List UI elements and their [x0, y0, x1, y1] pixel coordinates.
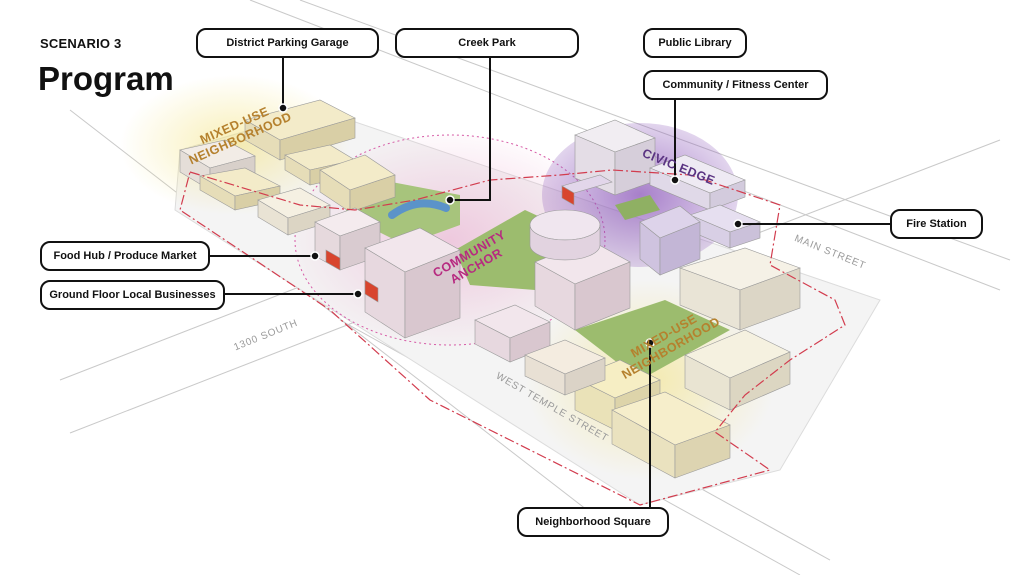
1300-south-edge-line — [59, 274, 331, 381]
leader-dot — [733, 219, 743, 229]
page-title: Program — [38, 60, 174, 97]
building-nw-2 — [199, 167, 281, 211]
leader-dot — [310, 251, 320, 261]
leader-creek-park — [450, 58, 491, 201]
building-parking-garage — [244, 99, 356, 161]
callout-district-parking-garage: District Parking Garage — [196, 28, 379, 58]
creek-water — [388, 199, 450, 219]
building-blocks — [179, 99, 801, 479]
leader-dot — [445, 195, 455, 205]
1300-south-edge-line — [69, 319, 361, 434]
building-se-large — [679, 247, 801, 331]
leader-dot — [670, 175, 680, 185]
building-rotunda — [529, 209, 601, 261]
building-se-south — [611, 391, 731, 479]
callout-food-hub: Food Hub / Produce Market — [40, 241, 210, 271]
site-boundary — [179, 169, 846, 506]
callout-public-library: Public Library — [643, 28, 747, 58]
building-se-mid — [524, 339, 606, 396]
building-civic-red — [561, 174, 613, 206]
callout-ground-floor-businesses: Ground Floor Local Businesses — [40, 280, 225, 310]
building-nw-4 — [319, 154, 396, 213]
building-anchor-south — [474, 304, 551, 363]
leader-dot — [645, 338, 655, 348]
building-ground-floor-businesses — [364, 227, 461, 339]
callout-creek-park: Creek Park — [395, 28, 579, 58]
building-fitness-center — [649, 154, 746, 211]
building-community-anchor-center — [534, 239, 631, 331]
civic-green — [615, 195, 660, 220]
leader-dot — [353, 289, 363, 299]
building-creek-west — [257, 187, 331, 236]
callout-neighborhood-square: Neighborhood Square — [517, 507, 669, 537]
callout-community-fitness-center: Community / Fitness Center — [643, 70, 828, 100]
scenario-label: SCENARIO 3 — [40, 36, 122, 51]
leader-dot — [278, 103, 288, 113]
building-civic-block — [639, 205, 701, 276]
callout-fire-station: Fire Station — [890, 209, 983, 239]
